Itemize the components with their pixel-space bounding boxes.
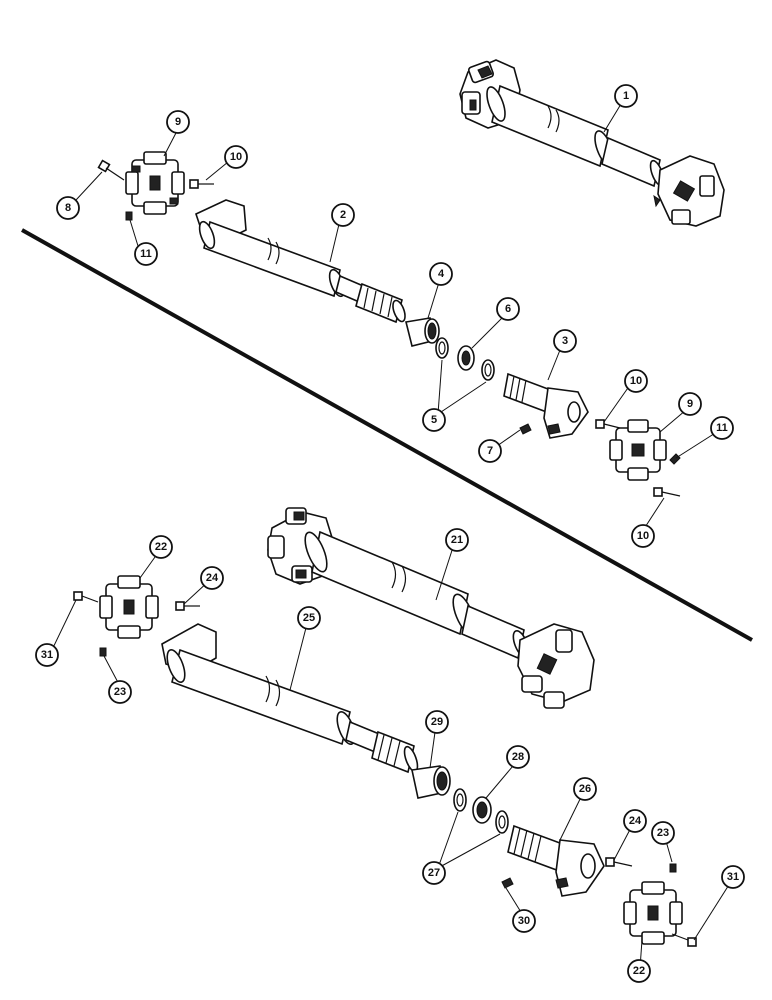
drive-shaft-assembly-21 <box>267 507 595 709</box>
callout-label: 23 <box>657 827 669 839</box>
callout-label: 28 <box>512 751 524 763</box>
callout-8: 8 <box>56 196 80 220</box>
callout-10-upper: 10 <box>224 145 248 169</box>
dust-cap-4 <box>405 317 440 347</box>
section-divider-line <box>21 228 753 642</box>
grease-fitting-11-lower <box>669 453 681 465</box>
callout-label: 4 <box>438 268 445 280</box>
washer-5b <box>481 359 495 381</box>
callout-label: 25 <box>303 612 315 624</box>
universal-joint-cross-22-upper <box>99 575 159 639</box>
universal-joint-cross-22-lower <box>623 881 683 945</box>
callout-7: 7 <box>478 439 502 463</box>
slip-yoke-3 <box>503 372 589 439</box>
callout-label: 9 <box>175 116 181 128</box>
callout-31-lower: 31 <box>721 865 745 889</box>
callout-23-lower: 23 <box>651 821 675 845</box>
callout-24-upper: 24 <box>200 566 224 590</box>
callout-label: 27 <box>428 867 440 879</box>
bolt-24-lower <box>605 857 633 867</box>
slip-yoke-26 <box>507 824 605 897</box>
bolt-10-middle <box>595 419 621 429</box>
callout-9-upper: 9 <box>166 110 190 134</box>
callout-11-lower: 11 <box>710 416 734 440</box>
callout-10-middle: 10 <box>624 369 648 393</box>
callout-label: 10 <box>230 151 242 163</box>
grease-fitting-23-lower <box>669 863 677 873</box>
callout-22-upper: 22 <box>149 535 173 559</box>
grease-fitting-30 <box>501 877 514 889</box>
callout-24-lower: 24 <box>623 809 647 833</box>
bolt-24-upper <box>175 601 200 611</box>
callout-label: 22 <box>633 965 645 977</box>
callout-label: 30 <box>518 915 530 927</box>
callout-9-lower: 9 <box>678 392 702 416</box>
universal-joint-cross-9-lower <box>609 419 667 481</box>
callout-label: 10 <box>637 530 649 542</box>
callout-label: 29 <box>431 716 443 728</box>
drive-shaft-assembly-1 <box>459 59 725 227</box>
callout-label: 5 <box>431 414 437 426</box>
grease-fitting-11-upper <box>125 211 133 221</box>
callout-label: 24 <box>206 572 219 584</box>
callout-4: 4 <box>429 262 453 286</box>
callout-23-upper: 23 <box>108 680 132 704</box>
bolt-10-upper <box>189 179 214 189</box>
callout-label: 21 <box>451 534 463 546</box>
bolt-10-lower <box>653 487 681 497</box>
callout-28: 28 <box>506 745 530 769</box>
grease-fitting-23-upper <box>99 647 107 657</box>
bolt-31-upper <box>73 591 99 603</box>
callout-1: 1 <box>614 84 638 108</box>
callout-31-upper: 31 <box>35 643 59 667</box>
callout-2: 2 <box>331 203 355 227</box>
washer-27a <box>453 788 467 812</box>
callout-label: 7 <box>487 445 493 457</box>
callout-label: 10 <box>630 375 642 387</box>
splined-shaft-2 <box>195 199 406 324</box>
callout-21: 21 <box>445 528 469 552</box>
seal-6 <box>457 345 475 371</box>
callout-26: 26 <box>573 777 597 801</box>
seal-28 <box>472 796 492 824</box>
washer-5a <box>435 337 449 359</box>
callout-label: 11 <box>140 248 152 260</box>
callout-5: 5 <box>422 408 446 432</box>
callout-label: 26 <box>579 783 591 795</box>
callout-label: 3 <box>562 335 568 347</box>
callout-label: 22 <box>155 541 167 553</box>
callout-label: 24 <box>629 815 642 827</box>
callout-label: 31 <box>41 649 53 661</box>
callout-29: 29 <box>425 710 449 734</box>
callout-11-upper: 11 <box>134 242 158 266</box>
splined-shaft-25 <box>161 623 419 774</box>
callout-10-lower: 10 <box>631 524 655 548</box>
callout-label: 1 <box>623 90 629 102</box>
callout-label: 11 <box>716 422 728 434</box>
callout-label: 8 <box>65 202 71 214</box>
callout-3: 3 <box>553 329 577 353</box>
universal-joint-cross-9-upper <box>125 151 185 215</box>
bolt-8 <box>97 159 125 181</box>
callout-label: 31 <box>727 871 739 883</box>
grease-fitting-7 <box>519 423 532 435</box>
washer-27b <box>495 810 509 834</box>
callout-label: 9 <box>687 398 693 410</box>
bolt-31-lower <box>671 933 697 947</box>
callout-label: 2 <box>340 209 346 221</box>
callout-6: 6 <box>496 297 520 321</box>
leader-lines <box>49 103 733 969</box>
callout-25: 25 <box>297 606 321 630</box>
callout-label: 23 <box>114 686 126 698</box>
callout-27: 27 <box>422 861 446 885</box>
callout-30: 30 <box>512 909 536 933</box>
callout-22-lower: 22 <box>627 959 651 983</box>
callout-label: 6 <box>505 303 511 315</box>
dust-cap-29 <box>411 765 451 799</box>
